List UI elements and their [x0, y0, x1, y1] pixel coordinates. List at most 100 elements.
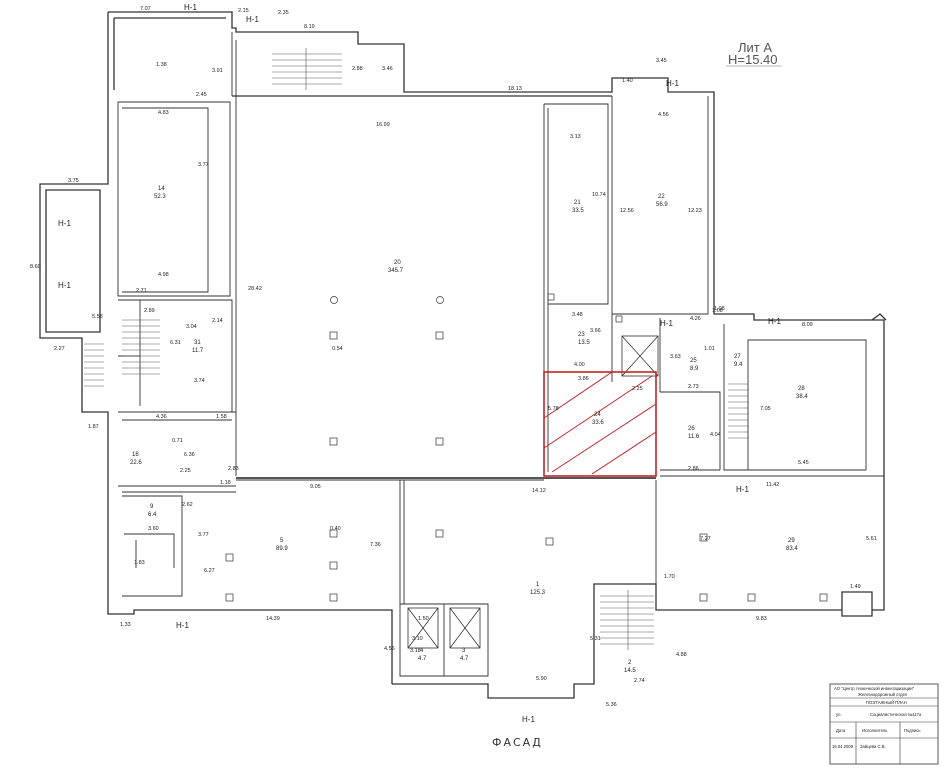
section-mark: Н-1 — [660, 319, 673, 328]
dimension: 14.39 — [266, 616, 280, 622]
dimension: 9.05 — [310, 484, 321, 490]
elevator-shaft-4 — [407, 607, 439, 649]
dimension: 0.54 — [332, 346, 343, 352]
room-area: 11.6 — [688, 434, 700, 440]
title-block: АО "Центр технической инвентаризации" Же… — [829, 683, 939, 765]
dimension: 1.87 — [88, 424, 99, 430]
dimension: 2.88 — [352, 66, 363, 72]
dimension: 3.66 — [590, 328, 601, 334]
dimension: 1.01 — [704, 346, 715, 352]
dimension: 2.14 — [212, 318, 223, 324]
dimension: 3.60 — [148, 526, 159, 532]
dimension: 3.13 — [570, 134, 581, 140]
stamp-date-value: 16.04.2009 — [832, 744, 854, 749]
dimension: 1.50 — [418, 616, 429, 622]
room-number: 22 — [658, 194, 665, 200]
room-number: 3 — [462, 648, 466, 654]
dimension: 3.75 — [68, 178, 79, 184]
dimension: 5.90 — [536, 676, 547, 682]
section-mark: Н-1 — [58, 281, 71, 290]
dimension: 3.91 — [212, 68, 223, 74]
highlighted-room-24 — [543, 371, 657, 477]
stamp-sign-label: Подпись — [904, 728, 921, 733]
dimension: 3.77 — [198, 162, 209, 168]
stamp-plan-title: ПОЭТАЖНЫЙ ПЛАН — [866, 700, 907, 705]
dimension: 1.83 — [134, 560, 145, 566]
section-mark: Н-1 — [58, 219, 71, 228]
dimension: 6.27 — [204, 568, 215, 574]
dimension: 4.56 — [384, 646, 395, 652]
stamp-org-line1: АО "Центр технической инвентаризации" — [834, 686, 915, 691]
room-number: 28 — [798, 386, 805, 392]
room-number: 26 — [688, 426, 695, 432]
dimension: 2.25 — [180, 468, 191, 474]
room-area: 13.5 — [578, 340, 590, 346]
dimension: 1.49 — [850, 584, 861, 590]
dimension: 12.56 — [620, 208, 634, 214]
stair-right — [728, 383, 748, 439]
interior-walls — [117, 32, 884, 677]
dimension: 6.36 — [184, 452, 195, 458]
section-marks: Н-1 Н-1 Н-1 Н-1 Н-1 Н-1 Н-1 Н-1 Н-1 Н-1 — [58, 3, 781, 724]
dimension: 7.27 — [700, 536, 711, 542]
dimension: 7.05 — [760, 406, 771, 412]
room-number: 18 — [132, 452, 139, 458]
room-area: 4.7 — [418, 656, 427, 662]
dimension: 3.74 — [194, 378, 205, 384]
stamp-address-value: Социалистическая №117а — [870, 712, 922, 717]
room-labels: 1 125.3 2 14.5 3 4.7 4 4.7 5 89.9 9 6.4 … — [130, 186, 808, 674]
room-area: 52.3 — [154, 194, 166, 200]
dimension: 1.33 — [120, 622, 131, 628]
dimension: 3.63 — [670, 354, 681, 360]
room-number: 25 — [690, 358, 697, 364]
room-area: 6.4 — [148, 512, 157, 518]
room-area: 56.9 — [656, 202, 668, 208]
room-number: 29 — [788, 538, 795, 544]
liter-label: Лит А — [738, 40, 772, 55]
dimension: 3.18 — [410, 648, 421, 654]
room-area: 33.5 — [572, 208, 584, 214]
room-number: 31 — [194, 340, 201, 346]
room-number: 23 — [578, 332, 585, 338]
section-mark: Н-1 — [246, 15, 259, 24]
dimension: 11.42 — [766, 482, 779, 488]
room-number: 9 — [150, 504, 154, 510]
section-mark: Н-1 — [184, 3, 197, 12]
dimension: 3.86 — [578, 376, 589, 382]
room-area: 83.4 — [786, 546, 798, 552]
dimension: 9.83 — [756, 616, 767, 622]
dimension: 5.45 — [798, 460, 809, 466]
dimension: 1.58 — [216, 414, 227, 420]
dimension: 4.56 — [658, 112, 669, 118]
dimension: 2.74 — [634, 678, 645, 684]
section-mark: Н-1 — [176, 621, 189, 630]
dimension: 4.00 — [574, 362, 585, 368]
dimension: 4.04 — [710, 432, 721, 438]
dimension-labels: 7.07 2.15 8.19 2.35 2.88 3.46 18.13 1.40… — [30, 6, 877, 708]
room-number: 20 — [394, 260, 401, 266]
dimension: 0.40 — [330, 526, 341, 532]
stamp-date-label: Дата — [836, 728, 846, 733]
dimension: 12.23 — [688, 208, 702, 214]
dimension: 1.08 — [712, 308, 723, 314]
dimension: 7.36 — [370, 542, 381, 548]
stair-bottom — [600, 590, 654, 650]
height-label: Н=15.40 — [728, 52, 778, 67]
section-mark: Н-1 — [522, 715, 535, 724]
dimension: 4.36 — [156, 414, 167, 420]
room-area: 22.6 — [130, 460, 142, 466]
dimension: 28.42 — [248, 286, 262, 292]
room-number: 4 — [420, 648, 424, 654]
dimension: 4.98 — [158, 272, 169, 278]
dimension: 2.45 — [196, 92, 207, 98]
dimension: 4.26 — [690, 316, 701, 322]
dimension: 4.88 — [676, 652, 687, 658]
room-number: 38.4 — [796, 394, 808, 400]
dimension: 8.09 — [802, 322, 813, 328]
room-number: 27 — [734, 354, 741, 360]
dimension: 10.74 — [592, 192, 606, 198]
dimension: 1.40 — [622, 78, 633, 84]
room-area: 33.6 — [592, 420, 604, 426]
stamp-org-line2: Железнодорожный отдел — [858, 692, 908, 697]
section-mark: Н-1 — [768, 317, 781, 326]
